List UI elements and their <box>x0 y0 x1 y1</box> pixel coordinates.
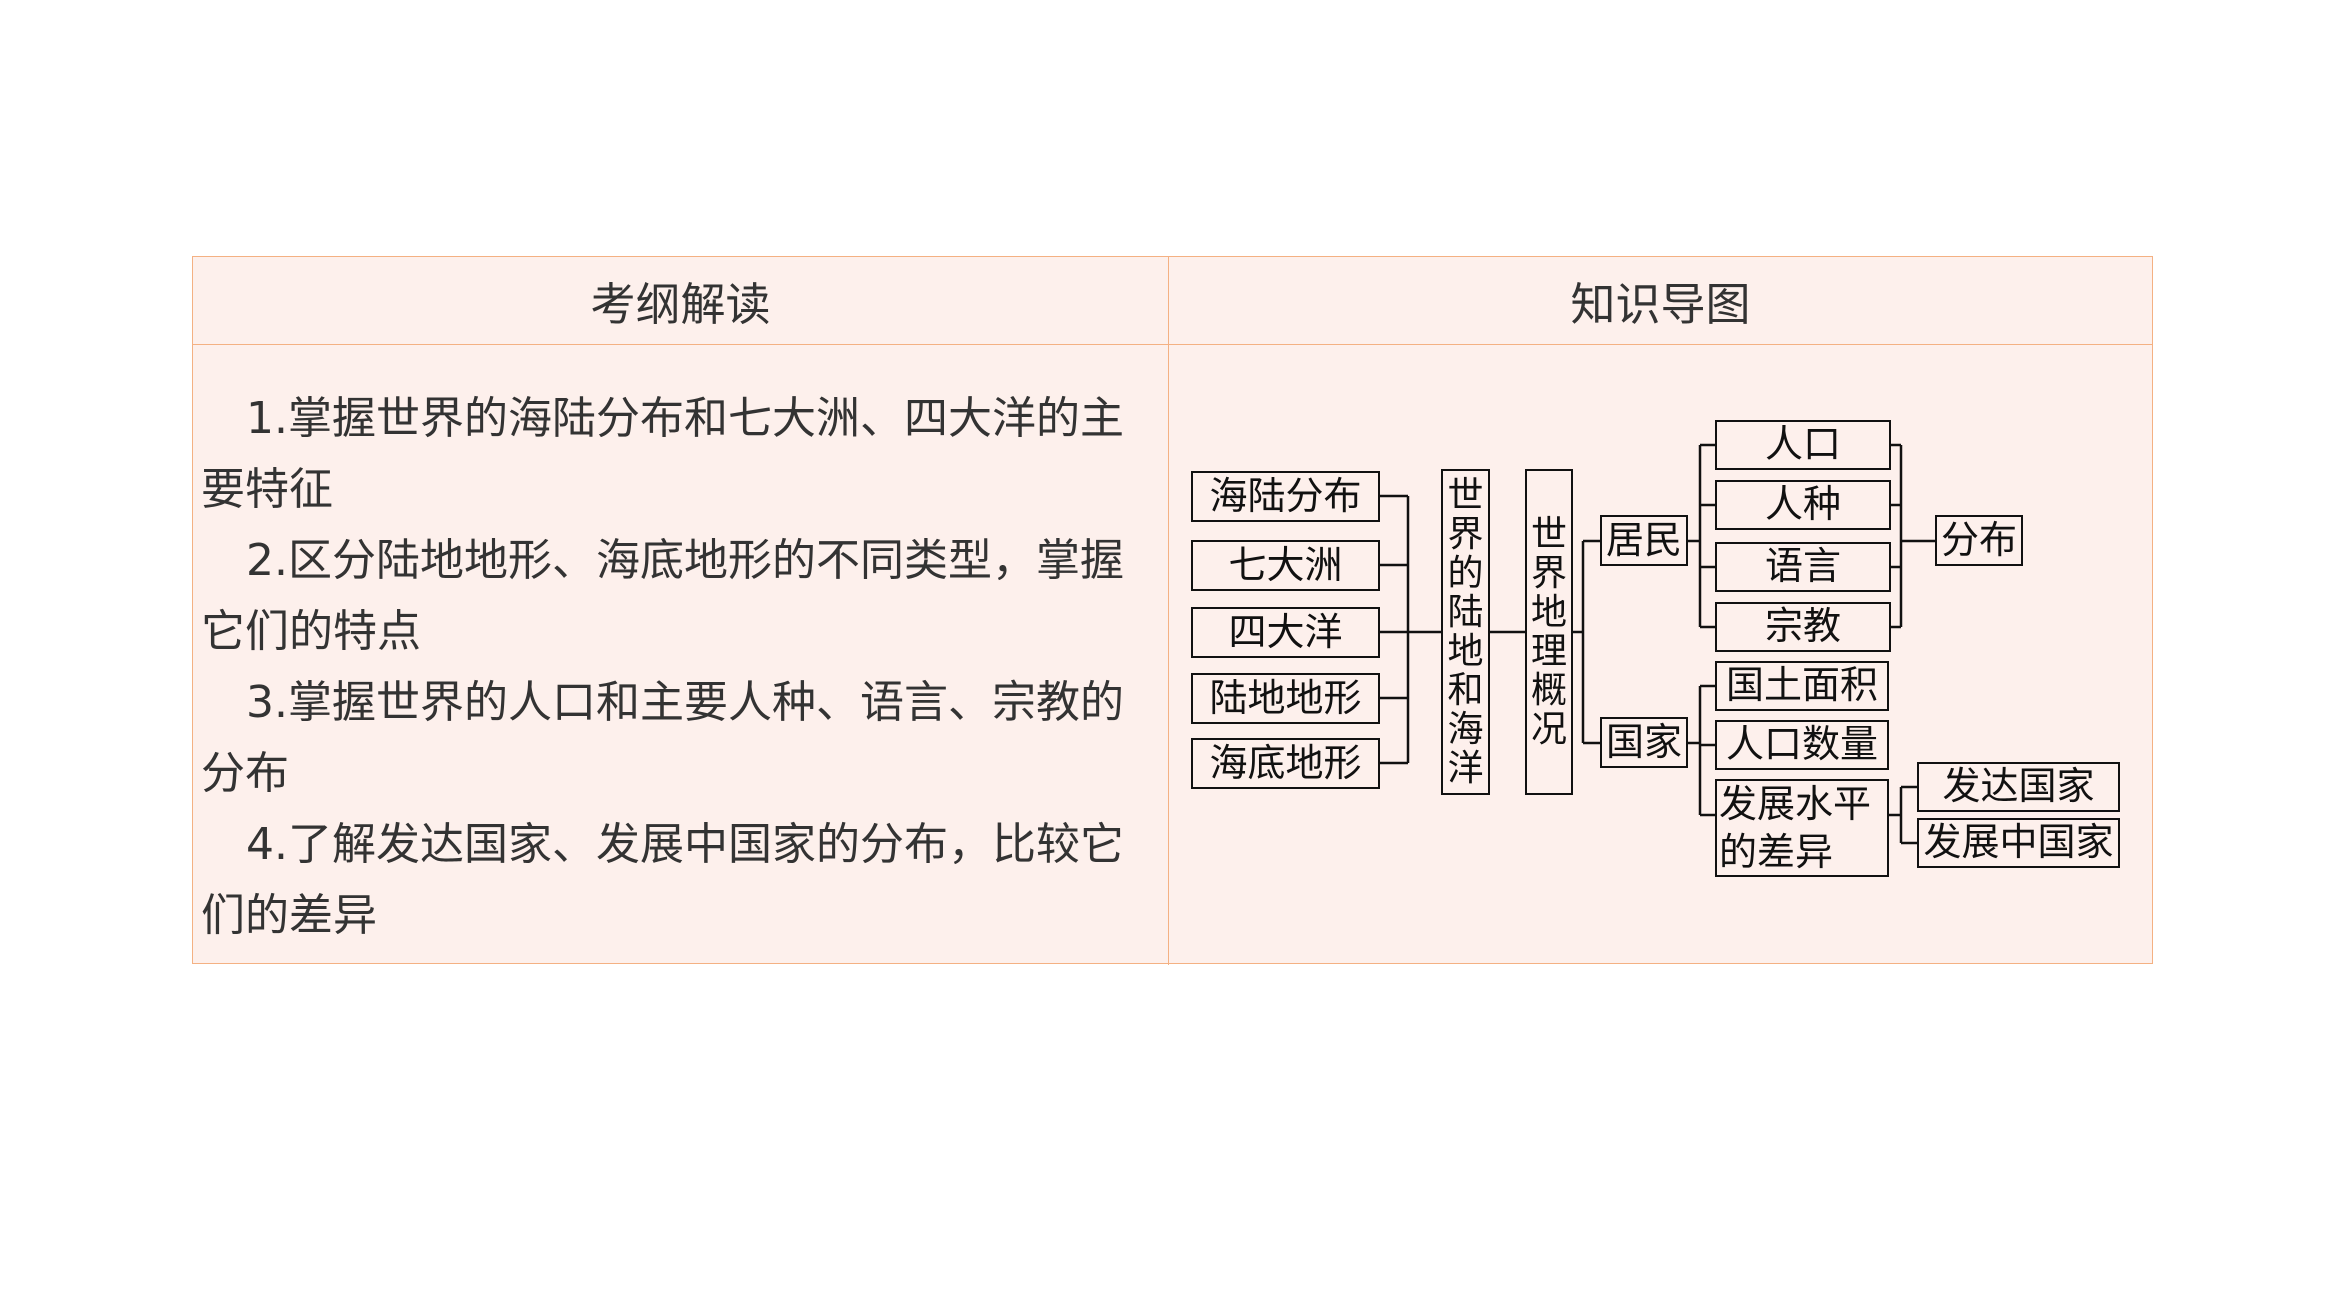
node-country: 国家 <box>1600 717 1688 768</box>
node-world-land-and-sea: 世界的陆地和海洋 <box>1441 469 1490 795</box>
node-seven-continents: 七大洲 <box>1191 540 1380 591</box>
node-development-level-difference: 发展水平 的差异 <box>1715 779 1889 877</box>
node-seafloor-landforms: 海底地形 <box>1191 738 1380 789</box>
mindmap-connectors <box>1380 443 1935 845</box>
node-residents: 居民 <box>1600 515 1688 566</box>
header-exam-outline: 考纲解读 <box>193 257 1168 345</box>
node-religion: 宗教 <box>1715 602 1891 652</box>
node-race: 人种 <box>1715 480 1891 530</box>
outline-item-2: 2.区分陆地地形、海底地形的不同类型，掌握它们的特点 <box>201 535 1124 657</box>
column-divider <box>1168 345 1169 965</box>
content-table: 考纲解读 知识导图 1.掌握世界的海陆分布和七大洲、四大洋的主要特征 2.区分陆… <box>192 256 2153 965</box>
node-land-sea-distribution: 海陆分布 <box>1191 471 1380 522</box>
node-four-oceans: 四大洋 <box>1191 607 1380 658</box>
mindmap-svg <box>1380 443 1935 845</box>
outline-item-1: 1.掌握世界的海陆分布和七大洲、四大洋的主要特征 <box>201 393 1124 515</box>
knowledge-mindmap: 海陆分布 七大洲 四大洋 陆地地形 海底地形 世界的陆地和海洋 世界地理概况 居… <box>1168 345 2152 965</box>
node-developed-countries: 发达国家 <box>1917 762 2120 812</box>
node-population: 人口 <box>1715 420 1891 470</box>
outline-item-3: 3.掌握世界的人口和主要人种、语言、宗教的分布 <box>201 677 1124 799</box>
node-land-landforms: 陆地地形 <box>1191 673 1380 724</box>
node-distribution: 分布 <box>1935 515 2023 566</box>
node-population-size: 人口数量 <box>1715 720 1889 770</box>
node-language: 语言 <box>1715 542 1891 592</box>
node-world-geography-overview: 世界地理概况 <box>1525 469 1573 795</box>
header-knowledge-map: 知识导图 <box>1168 257 2152 345</box>
node-developing-countries: 发展中国家 <box>1917 818 2120 868</box>
outline-item-4: 4.了解发达国家、发展中国家的分布，比较它们的差异 <box>201 819 1124 941</box>
exam-outline-list: 1.掌握世界的海陆分布和七大洲、四大洋的主要特征 2.区分陆地地形、海底地形的不… <box>201 383 1156 951</box>
node-land-area: 国土面积 <box>1715 661 1889 711</box>
